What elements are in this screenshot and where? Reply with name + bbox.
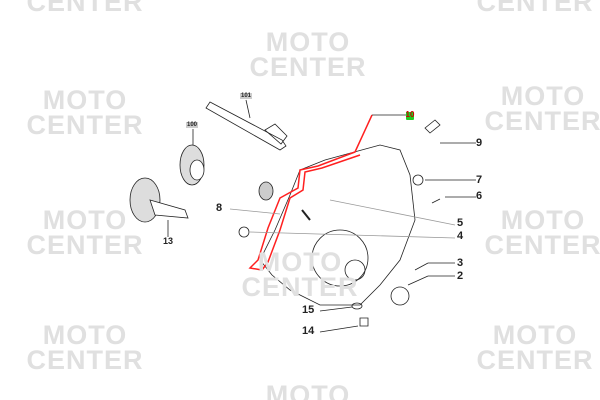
hotspot-10[interactable]: 10: [403, 109, 417, 123]
callout-13[interactable]: 13: [163, 236, 174, 246]
callout-8[interactable]: 8: [216, 202, 223, 214]
callout-101[interactable]: 101: [240, 93, 253, 99]
hotspot-marker-icon: [406, 112, 414, 120]
gear-100: [179, 129, 205, 186]
callout-2[interactable]: 2: [457, 270, 464, 282]
callout-100[interactable]: 100: [186, 122, 199, 128]
gear-13: [129, 177, 189, 237]
callout-3[interactable]: 3: [457, 257, 464, 269]
callout-14[interactable]: 14: [302, 325, 315, 337]
callout-15[interactable]: 15: [302, 304, 315, 316]
callout-7[interactable]: 7: [476, 174, 483, 186]
shaft-101: [205, 99, 288, 151]
callout-10: 10: [405, 110, 415, 119]
callout-9[interactable]: 9: [476, 137, 483, 149]
callout-5[interactable]: 5: [457, 217, 464, 229]
callout-6[interactable]: 6: [476, 190, 483, 202]
callout-4[interactable]: 4: [457, 230, 464, 242]
